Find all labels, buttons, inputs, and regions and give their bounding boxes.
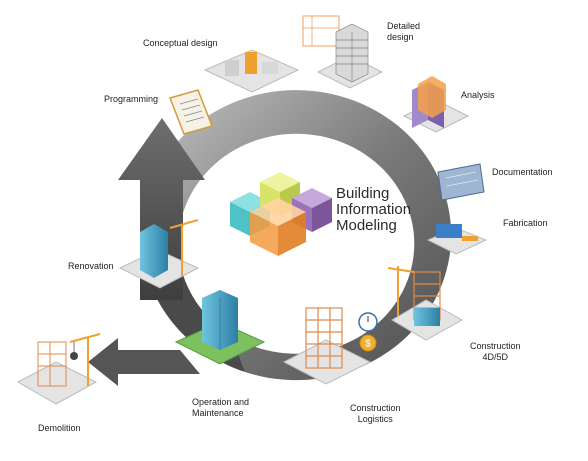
label-conceptual-design: Conceptual design: [143, 38, 218, 48]
label-detailed-design-line-1: Detailed: [387, 21, 421, 31]
crane-icon: [169, 219, 199, 276]
label-detailed-design-line-2: design: [387, 32, 414, 42]
label-documentation: Documentation: [492, 167, 553, 177]
label-operation-maintenance-line-1: Operation and: [192, 397, 250, 407]
label-construction-logistics: Construction Logistics: [350, 403, 401, 425]
clipboard-icon: [169, 89, 213, 135]
label-operation-maintenance: Operation and Maintenance: [192, 397, 249, 419]
label-demolition: Demolition: [38, 423, 81, 433]
label-operation-maintenance-line-2: Maintenance: [192, 408, 244, 418]
fabrication-illustration: [426, 224, 488, 255]
label-renovation: Renovation: [68, 261, 114, 271]
renovation-illustration: [118, 219, 200, 289]
label-construction-logistics-line-1: Construction: [350, 403, 401, 413]
bim-title-line-3: Modeling: [336, 217, 397, 234]
bim-title-line-1: Building: [336, 185, 390, 202]
label-programming: Programming: [104, 94, 159, 104]
demolition-illustration: [16, 333, 101, 405]
svg-text:$: $: [365, 339, 371, 350]
bim-title-line-2: Information: [336, 201, 412, 218]
wrecking-ball-icon: [69, 333, 101, 386]
documentation-illustration: [437, 163, 485, 201]
label-construction-4d5d-line-2: 4D/5D: [482, 352, 509, 362]
label-analysis: Analysis: [461, 90, 495, 100]
detailed-design-illustration: [302, 15, 384, 89]
label-construction-4d5d: Construction 4D/5D: [470, 341, 521, 363]
conceptual-design-illustration: [203, 49, 300, 93]
analysis-illustration: [402, 76, 470, 133]
operation-maintenance-illustration: [174, 290, 266, 365]
dollar-coin-icon: $: [359, 334, 377, 352]
construction-4d5d-illustration: [387, 266, 464, 341]
label-construction-logistics-line-2: Logistics: [357, 414, 393, 424]
construction-logistics-illustration: $: [282, 307, 378, 385]
stopwatch-icon: [358, 312, 378, 332]
label-fabrication: Fabrication: [503, 218, 548, 228]
label-construction-4d5d-line-1: Construction: [470, 341, 521, 351]
bim-title: Building Information Modeling: [336, 186, 411, 234]
label-detailed-design: Detailed design: [387, 21, 420, 43]
bim-logo-cubes: [230, 172, 332, 256]
